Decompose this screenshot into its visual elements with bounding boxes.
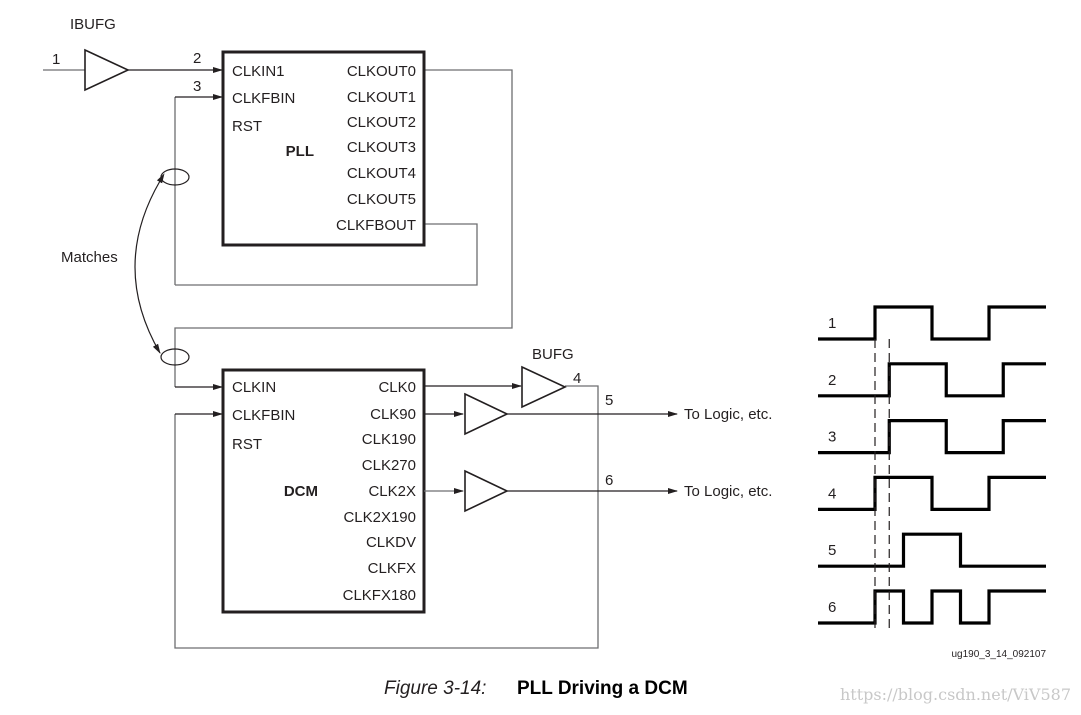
- waveform-label-4: 4: [828, 485, 836, 502]
- dcm-title: DCM: [284, 483, 318, 500]
- dcm-input-rst: RST: [232, 436, 262, 453]
- dcm-block: [221, 368, 426, 614]
- net-label-5: 5: [605, 392, 613, 409]
- ibufg-buffer-icon: [84, 48, 130, 92]
- dcm-output-clk270: CLK270: [362, 457, 416, 474]
- net-label-2: 2: [193, 50, 201, 67]
- dcm-output-clk2x: CLK2X: [368, 483, 416, 500]
- pll-clkout0-wire: [174, 69, 513, 387]
- waveform-label-2: 2: [828, 372, 836, 389]
- pll-title: PLL: [286, 143, 314, 160]
- net-label-4: 4: [573, 370, 581, 387]
- dcm-output-clk2x190: CLK2X190: [343, 509, 416, 526]
- figure-code: ug190_3_14_092107: [951, 649, 1046, 660]
- pll-clkfbout-loop: [175, 223, 478, 286]
- timing-diagram: 1 2 3 4 5 6: [818, 305, 1046, 633]
- bufg-feedback-loop: [174, 385, 599, 649]
- caption-title: PLL Driving a DCM: [517, 678, 688, 699]
- matches-label: Matches: [61, 249, 118, 266]
- dcm-output-clkdv: CLKDV: [366, 534, 416, 551]
- waveform-label-3: 3: [828, 429, 836, 446]
- pll-input-clkin1: CLKIN1: [232, 63, 285, 80]
- clk2x-buffer-icon: [464, 469, 509, 513]
- waveform-label-1: 1: [828, 315, 836, 332]
- pll-output-clkout2: CLKOUT2: [347, 114, 416, 131]
- clk90-buffer-icon: [464, 392, 509, 436]
- waveform-signal-4: [818, 475, 1046, 511]
- matches-arrow: [134, 173, 165, 354]
- pll-output-clkout4: CLKOUT4: [347, 165, 416, 182]
- pll-output-clkout3: CLKOUT3: [347, 139, 416, 156]
- waveform-signal-5: [818, 532, 1046, 568]
- dcm-output-clk0: CLK0: [378, 379, 416, 396]
- ibufg-label: IBUFG: [70, 16, 116, 33]
- waveform-label-6: 6: [828, 599, 836, 616]
- waveform-signal-3: [818, 419, 1046, 455]
- pll-output-clkout5: CLKOUT5: [347, 191, 416, 208]
- net-label-1: 1: [52, 51, 60, 68]
- pll-output-clkout1: CLKOUT1: [347, 89, 416, 106]
- dcm-output-clk90: CLK90: [370, 406, 416, 423]
- waveform-signal-1: [818, 305, 1046, 341]
- waveform-label-5: 5: [828, 542, 836, 559]
- waveform-signal-6: [818, 589, 1046, 625]
- net-label-6: 6: [605, 472, 613, 489]
- dcm-input-clkin: CLKIN: [232, 379, 276, 396]
- dcm-input-clkfbin: CLKFBIN: [232, 407, 295, 424]
- pll-output-clkout0: CLKOUT0: [347, 63, 416, 80]
- dcm-output-clkfx180: CLKFX180: [343, 587, 416, 604]
- pll-block: [221, 50, 426, 247]
- caption-number: Figure 3-14:: [384, 678, 486, 699]
- pll-output-clkfbout: CLKFBOUT: [336, 217, 416, 234]
- waveform-signal-2: [818, 362, 1046, 398]
- net-label-3: 3: [193, 78, 201, 95]
- to-logic-label-2: To Logic, etc.: [684, 483, 772, 500]
- dcm-output-clkfx: CLKFX: [368, 560, 416, 577]
- watermark: https://blog.csdn.net/ViV587: [840, 685, 1071, 704]
- bufg-buffer-icon: [521, 365, 567, 409]
- pll-input-rst: RST: [232, 118, 262, 135]
- bufg-label: BUFG: [532, 346, 574, 363]
- dcm-output-clk190: CLK190: [362, 431, 416, 448]
- match-ellipse-bottom: [160, 348, 190, 366]
- to-logic-label-1: To Logic, etc.: [684, 406, 772, 423]
- pll-input-clkfbin: CLKFBIN: [232, 90, 295, 107]
